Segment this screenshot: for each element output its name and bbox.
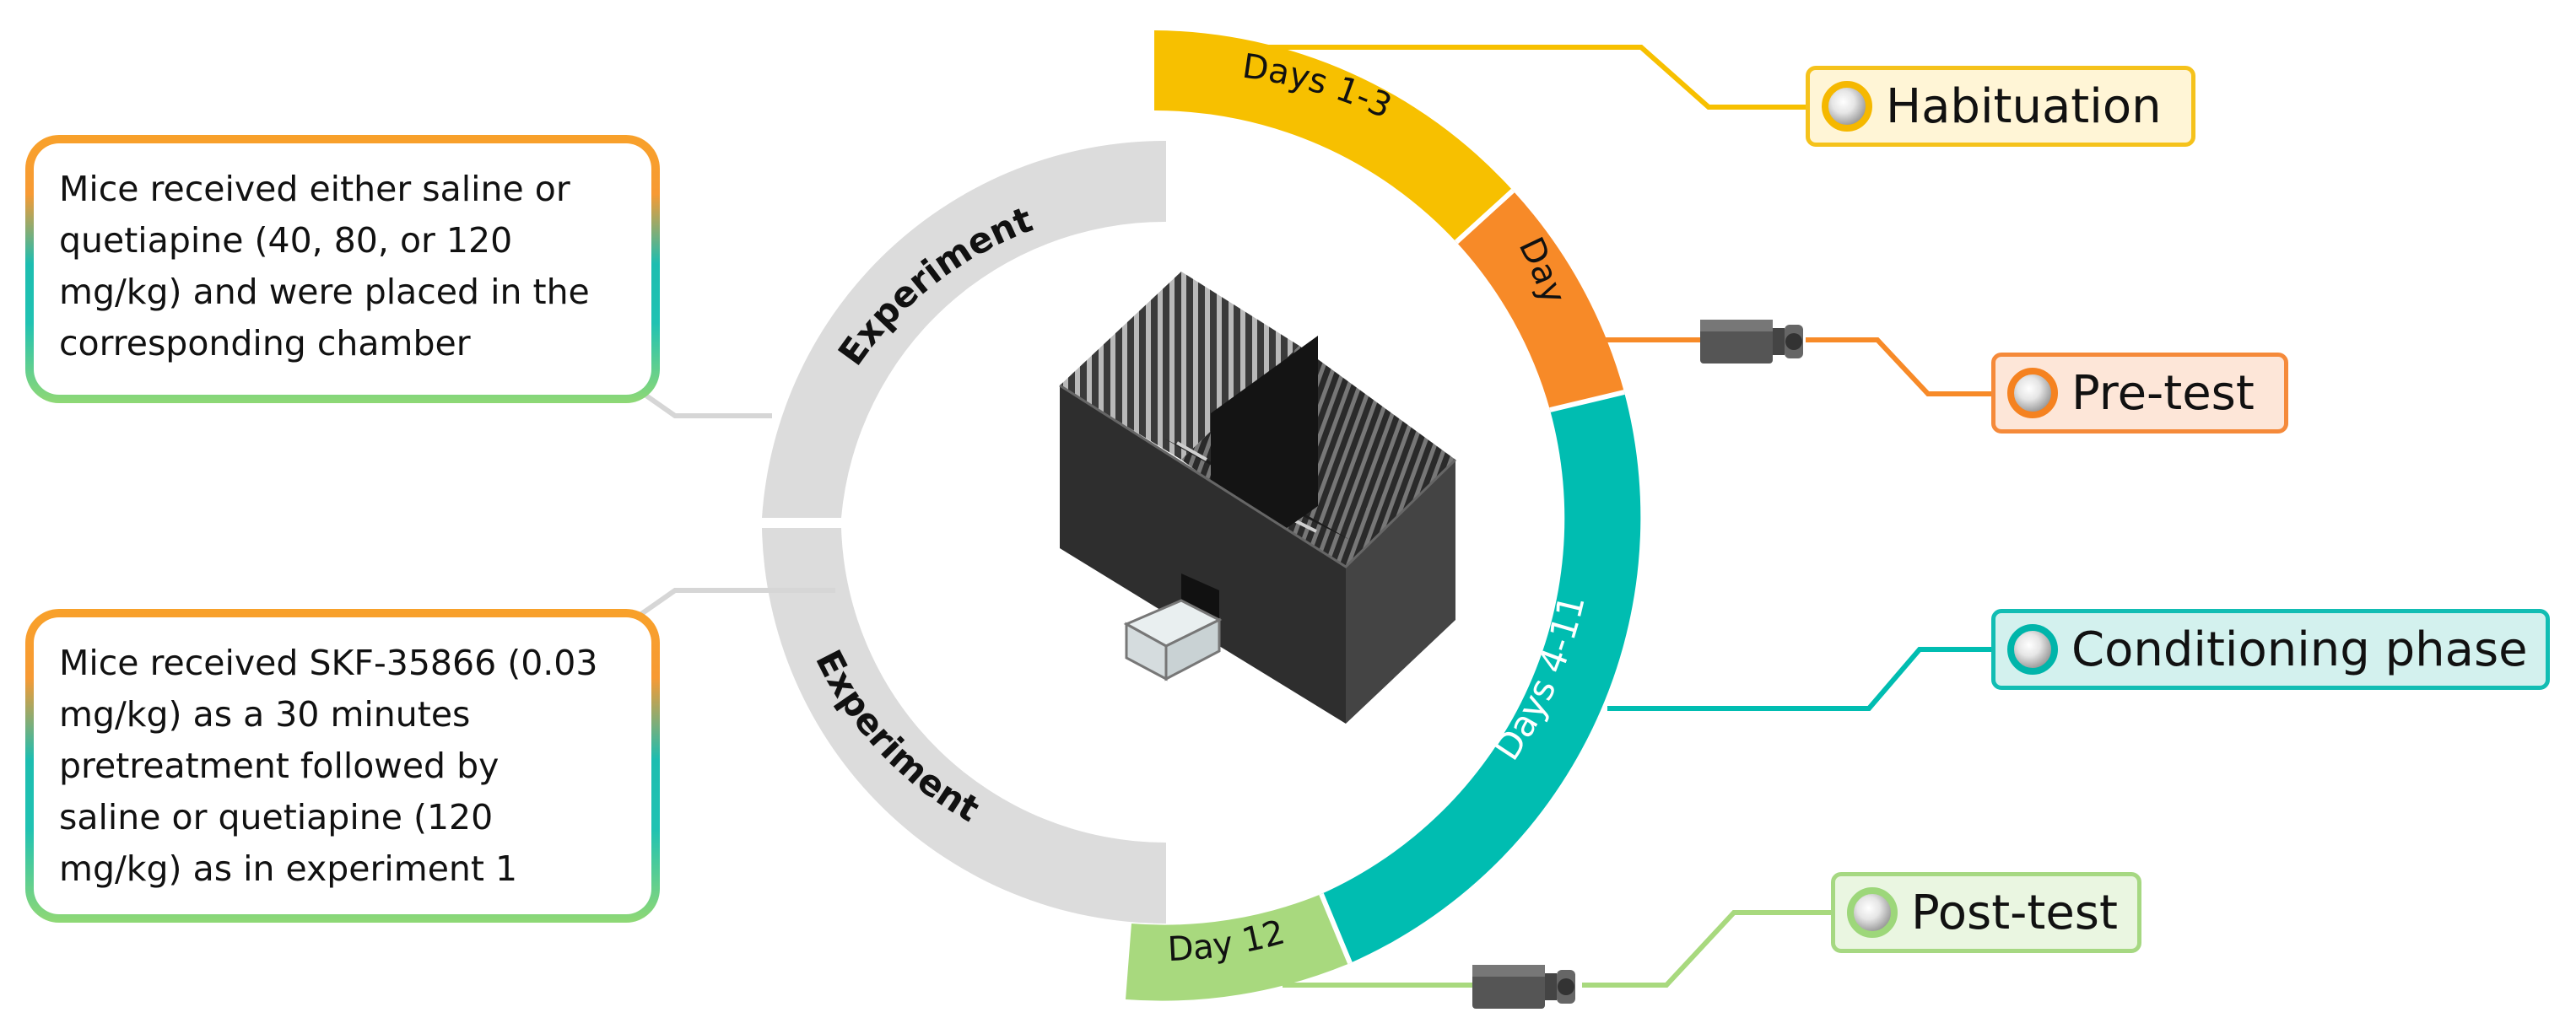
exp2-line: mg/kg) as in experiment 1 <box>59 848 518 889</box>
place-preference-box-icon <box>1059 272 1457 724</box>
exp2-line: mg/kg) as a 30 minutes <box>59 694 471 735</box>
phase-label: Post-test <box>1911 885 2118 940</box>
phase-posttest: Post-test <box>1831 872 2141 953</box>
ring-habituation <box>1154 30 1513 242</box>
ring-posttest <box>1126 894 1350 1001</box>
connector-experiment-2 <box>640 588 835 617</box>
exp1-line: quetiapine (40, 80, or 120 <box>59 220 513 261</box>
phase-label: Pre-test <box>2071 365 2255 421</box>
experiment-1-description: Mice received either saline or quetiapin… <box>25 135 660 403</box>
connector-pretest-2 <box>1806 337 1991 396</box>
exp2-line: saline or quetiapine (120 <box>59 797 494 837</box>
phase-pretest: Pre-test <box>1991 353 2288 434</box>
bullet-icon <box>2007 624 2058 675</box>
exp1-line: corresponding chamber <box>59 323 471 364</box>
connector-habituation <box>1257 45 1806 110</box>
bullet-icon <box>1822 81 1872 132</box>
exp2-line: Mice received SKF-35866 (0.03 <box>59 643 598 683</box>
ring-pretest <box>1456 191 1624 410</box>
exp1-line: mg/kg) and were placed in the <box>59 272 590 312</box>
camera-icon <box>1700 320 1803 364</box>
phase-label: Habituation <box>1886 78 2162 134</box>
connector-experiment-1 <box>640 390 772 418</box>
bullet-icon <box>2007 368 2058 418</box>
phase-conditioning: Conditioning phase <box>1991 609 2550 690</box>
exp1-line: Mice received either saline or <box>59 169 570 209</box>
ring-conditioning <box>1321 392 1641 963</box>
camera-icon <box>1472 965 1575 1009</box>
ring-experiment-1 <box>762 140 1166 519</box>
ring-experiment-2 <box>762 528 1166 924</box>
bullet-icon <box>1847 887 1898 938</box>
exp2-line: pretreatment followed by <box>59 746 500 786</box>
connector-posttest-2 <box>1582 910 1831 988</box>
experiment-2-description: Mice received SKF-35866 (0.03 mg/kg) as … <box>25 609 660 923</box>
connector-conditioning <box>1607 647 1991 711</box>
phase-habituation: Habituation <box>1806 66 2195 147</box>
phase-label: Conditioning phase <box>2071 622 2528 677</box>
